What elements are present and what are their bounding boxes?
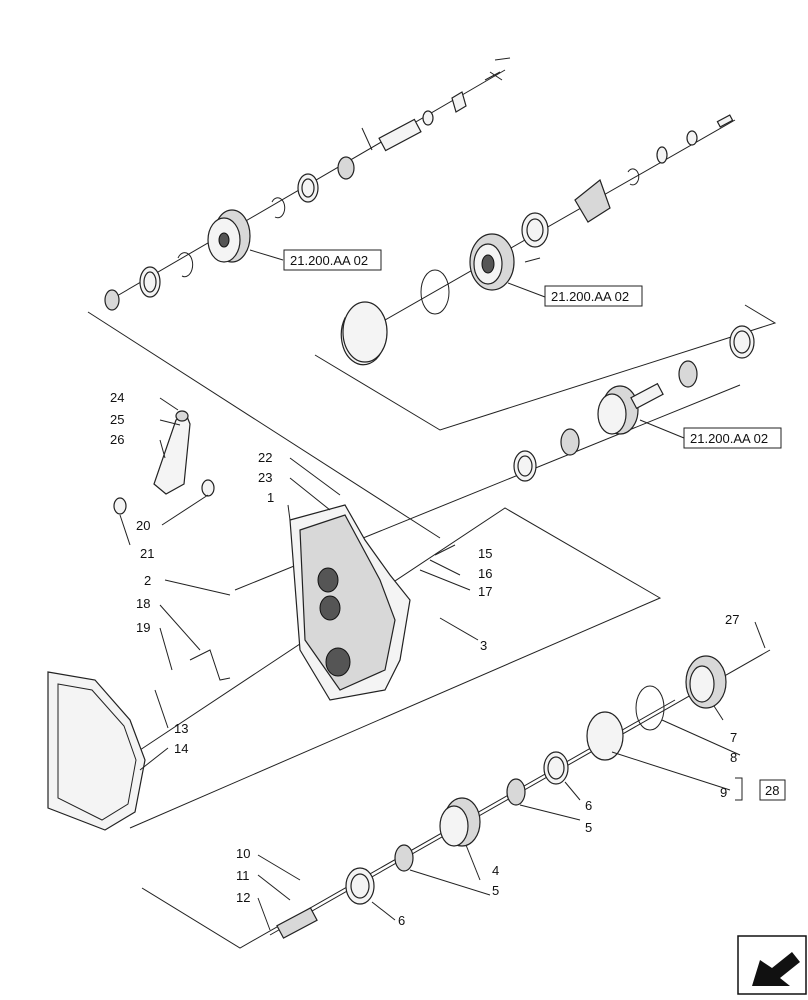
middle-gear-assembly — [513, 325, 755, 482]
gasket — [47, 671, 146, 831]
ref-box-upper-shaft[interactable]: 21.200.AA 02 — [283, 249, 382, 271]
callout-14: 14 — [174, 741, 188, 756]
cover-plate-2 — [586, 711, 624, 761]
o-ring-2 — [635, 685, 665, 731]
lever — [189, 649, 231, 681]
callout-12: 12 — [236, 890, 250, 905]
callout-26: 26 — [110, 432, 124, 447]
callout-24: 24 — [110, 390, 124, 405]
callout-3: 3 — [480, 638, 487, 653]
bearing-4 — [560, 428, 580, 456]
main-housing — [289, 504, 411, 701]
svg-text:28: 28 — [765, 783, 779, 798]
callout-18: 18 — [136, 596, 150, 611]
callout-11: 11 — [236, 868, 250, 883]
clip — [484, 71, 503, 81]
bearing-5 — [678, 360, 698, 388]
bearing-2 — [337, 156, 355, 180]
ref-box-middle-gear[interactable]: 21.200.AA 02 — [683, 427, 782, 449]
callout-22: 22 — [258, 450, 272, 465]
bearing-6 — [394, 844, 414, 872]
bearing-small — [104, 289, 120, 311]
bearing-7 — [506, 778, 526, 806]
callout-7: 7 — [730, 730, 737, 745]
callout-20: 20 — [136, 518, 150, 533]
callout-19: 19 — [136, 620, 150, 635]
washer — [422, 110, 434, 126]
callout-21: 21 — [140, 546, 154, 561]
callout-6a: 6 — [585, 798, 592, 813]
bearing-housing — [469, 233, 515, 291]
callout-1: 1 — [267, 490, 274, 505]
callout-5a: 5 — [585, 820, 592, 835]
callout-16: 16 — [478, 566, 492, 581]
kit-bracket — [735, 777, 743, 801]
explode-axis-lines — [87, 69, 777, 949]
svg-text:21.200.AA 02: 21.200.AA 02 — [551, 289, 629, 304]
leader-lines — [119, 249, 766, 931]
callout-10: 10 — [236, 846, 250, 861]
upper-gear — [207, 209, 251, 263]
middle-gear — [597, 382, 664, 435]
bolt — [716, 114, 734, 128]
callout-27: 27 — [725, 612, 739, 627]
callout-6b: 6 — [398, 913, 405, 928]
yoke — [574, 179, 611, 223]
callouts: 1 2 3 4 5 5 6 6 7 8 9 10 11 12 13 14 15 … — [110, 390, 739, 928]
callout-4: 4 — [492, 863, 499, 878]
callout-15: 15 — [478, 546, 492, 561]
callout-25: 25 — [110, 412, 124, 427]
ref-box-upper-housing[interactable]: 21.200.AA 02 — [544, 285, 643, 307]
retainer — [451, 91, 467, 113]
shaft — [276, 907, 318, 939]
washer-2 — [656, 146, 668, 164]
callout-17: 17 — [478, 584, 492, 599]
pin-shaft — [378, 118, 422, 152]
svg-text:21.200.AA 02: 21.200.AA 02 — [290, 253, 368, 268]
lower-gear — [439, 797, 481, 847]
callout-23: 23 — [258, 470, 272, 485]
callout-5b: 5 — [492, 883, 499, 898]
arrow-icon[interactable] — [737, 935, 807, 995]
washer-3 — [686, 130, 698, 146]
snap-ring-2 — [271, 197, 286, 219]
callout-9: 9 — [720, 785, 727, 800]
callout-2: 2 — [144, 573, 151, 588]
snap-ring — [177, 252, 194, 278]
upper-housing-assembly — [340, 114, 734, 366]
lower-shaft-assembly — [276, 655, 727, 939]
upper-shaft-assembly — [104, 57, 511, 311]
callout-8: 8 — [730, 750, 737, 765]
sensor-bracket — [113, 410, 215, 515]
ref-box-kit[interactable]: 28 — [759, 779, 786, 801]
snap-ring-3 — [627, 168, 640, 186]
callout-13: 13 — [174, 721, 188, 736]
o-ring — [420, 269, 450, 315]
svg-text:21.200.AA 02: 21.200.AA 02 — [690, 431, 768, 446]
